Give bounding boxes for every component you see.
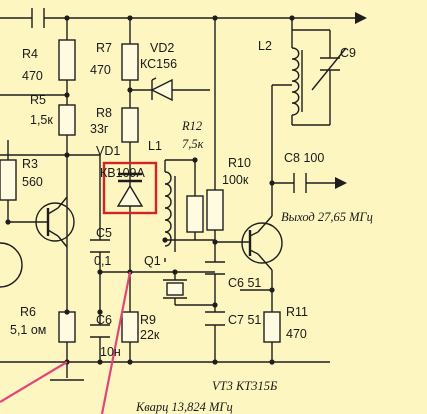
- label-r11: R11: [286, 305, 308, 319]
- label-r3: R3: [22, 157, 38, 171]
- pointer-line-left: [0, 361, 68, 403]
- pointer-line-crystal: [100, 271, 132, 414]
- resistor-r10: [206, 189, 224, 231]
- transistor-left: [35, 202, 75, 242]
- label-r6-value: 5,1 ом: [10, 323, 46, 337]
- resistor-r4: [58, 39, 76, 81]
- zener-diode-vd2: [148, 77, 178, 102]
- capacitor-top-left: [31, 8, 45, 28]
- label-r9: R9: [140, 313, 156, 327]
- label-r9-value: 22к: [140, 328, 160, 342]
- label-r10-value: 100к: [222, 173, 249, 187]
- label-q1: Q1: [144, 254, 161, 268]
- label-r8: R8: [96, 106, 112, 120]
- label-c5: C5: [96, 226, 112, 240]
- top-rail-arrow-icon: [355, 12, 367, 24]
- label-r5-value: 1,5к: [30, 113, 53, 127]
- capacitor-c6-10n: [90, 324, 110, 338]
- capacitor-c8: [293, 173, 307, 193]
- label-r7: R7: [96, 41, 112, 55]
- label-r6: R6: [20, 305, 36, 319]
- label-r12: R12: [181, 119, 202, 133]
- capacitor-c9: [311, 47, 347, 91]
- label-vd2-value: КС156: [140, 57, 177, 71]
- output-arrow-icon: [335, 177, 347, 189]
- resistor-r8: [121, 107, 139, 143]
- transistor-partial-left: [0, 242, 23, 288]
- label-c9: C9: [340, 46, 356, 60]
- label-vd1-value: КВ109А: [100, 166, 145, 180]
- label-r5: R5: [30, 93, 46, 107]
- resistor-r3: [0, 159, 17, 201]
- label-vt3: VT3 КТ315Б: [212, 379, 278, 393]
- resistor-r7: [121, 43, 139, 81]
- label-c5-value: 0,1: [94, 254, 111, 268]
- inductor-l1: [164, 171, 176, 252]
- label-r7-value: 470: [90, 63, 111, 77]
- label-r4: R4: [22, 47, 38, 61]
- highlight-box: [102, 161, 158, 215]
- capacitor-c6-51: [205, 261, 225, 275]
- varicap-diode-vd1: [116, 168, 144, 212]
- label-c6-value: 10н: [100, 345, 121, 359]
- resistor-r5: [58, 104, 76, 136]
- label-r11-value: 470: [286, 327, 307, 341]
- junction-dots: [5, 15, 295, 365]
- capacitor-c7: [205, 311, 225, 326]
- label-l2: L2: [258, 39, 272, 53]
- label-output: Выход 27,65 МГц: [281, 210, 373, 224]
- label-r3-value: 560: [22, 175, 43, 189]
- capacitor-c5: [90, 239, 110, 253]
- label-r8-value: 33г: [90, 122, 109, 136]
- label-c8: C8 100: [284, 151, 324, 165]
- label-l1: L1: [148, 139, 162, 153]
- component-labels: R4 470 R5 1,5к R3 560 R6 5,1 ом R7 470 V…: [10, 39, 373, 414]
- inductor-l2: [291, 47, 303, 116]
- label-crystal: Кварц 13,824 МГц: [135, 400, 233, 414]
- resistor-r12: [186, 195, 204, 233]
- label-c6: C6: [96, 313, 112, 327]
- label-r10: R10: [228, 156, 251, 170]
- crystal-q1: [163, 279, 187, 299]
- label-vd2: VD2: [150, 41, 174, 55]
- label-r4-value: 470: [22, 69, 43, 83]
- label-vd1: VD1: [96, 144, 120, 158]
- resistor-r9: [121, 311, 139, 343]
- transistor-vt3: [241, 222, 283, 264]
- resistor-r6: [58, 311, 76, 343]
- label-r12-value: 7,5к: [182, 137, 204, 151]
- label-c7: C7 51: [228, 313, 261, 327]
- resistor-r11: [263, 311, 281, 343]
- label-c6-51: C6 51: [228, 276, 261, 290]
